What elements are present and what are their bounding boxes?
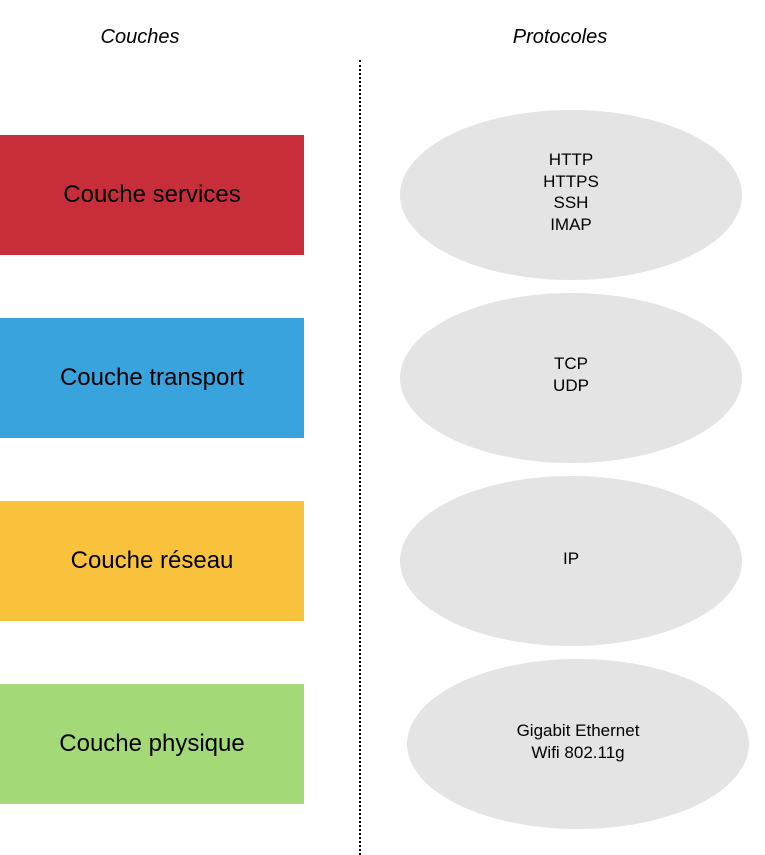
column-divider [359, 60, 361, 855]
protocol-item: Wifi 802.11g [531, 742, 625, 762]
protocols-column-header: Protocoles [512, 26, 608, 48]
layer-box-reseau: Couche réseau [0, 501, 304, 621]
layer-box-transport: Couche transport [0, 318, 304, 438]
protocol-item: Gigabit Ethernet [516, 721, 640, 740]
protocol-item: UDP [553, 375, 589, 395]
protocol-item: HTTPS [543, 171, 599, 191]
protocol-item: TCP [554, 354, 588, 373]
protocol-ellipse-reseau: IP [400, 476, 742, 646]
layer-label: Couche réseau [70, 547, 234, 574]
layer-label: Couche transport [59, 364, 245, 391]
protocol-ellipse-physique: Gigabit Ethernet Wifi 802.11g [407, 659, 749, 829]
protocol-ellipse-services: HTTP HTTPS SSH IMAP [400, 110, 742, 280]
layers-column-header: Couches [100, 26, 180, 48]
protocol-item: SSH [553, 193, 589, 212]
protocol-item: IMAP [550, 214, 592, 234]
protocol-ellipse-transport: TCP UDP [400, 293, 742, 463]
layer-box-services: Couche services [0, 135, 304, 255]
layer-label: Couche physique [59, 730, 245, 757]
protocol-item: IP [562, 549, 580, 568]
protocol-item: HTTP [548, 150, 594, 169]
layer-box-physique: Couche physique [0, 684, 304, 804]
layer-label: Couche services [63, 181, 241, 208]
